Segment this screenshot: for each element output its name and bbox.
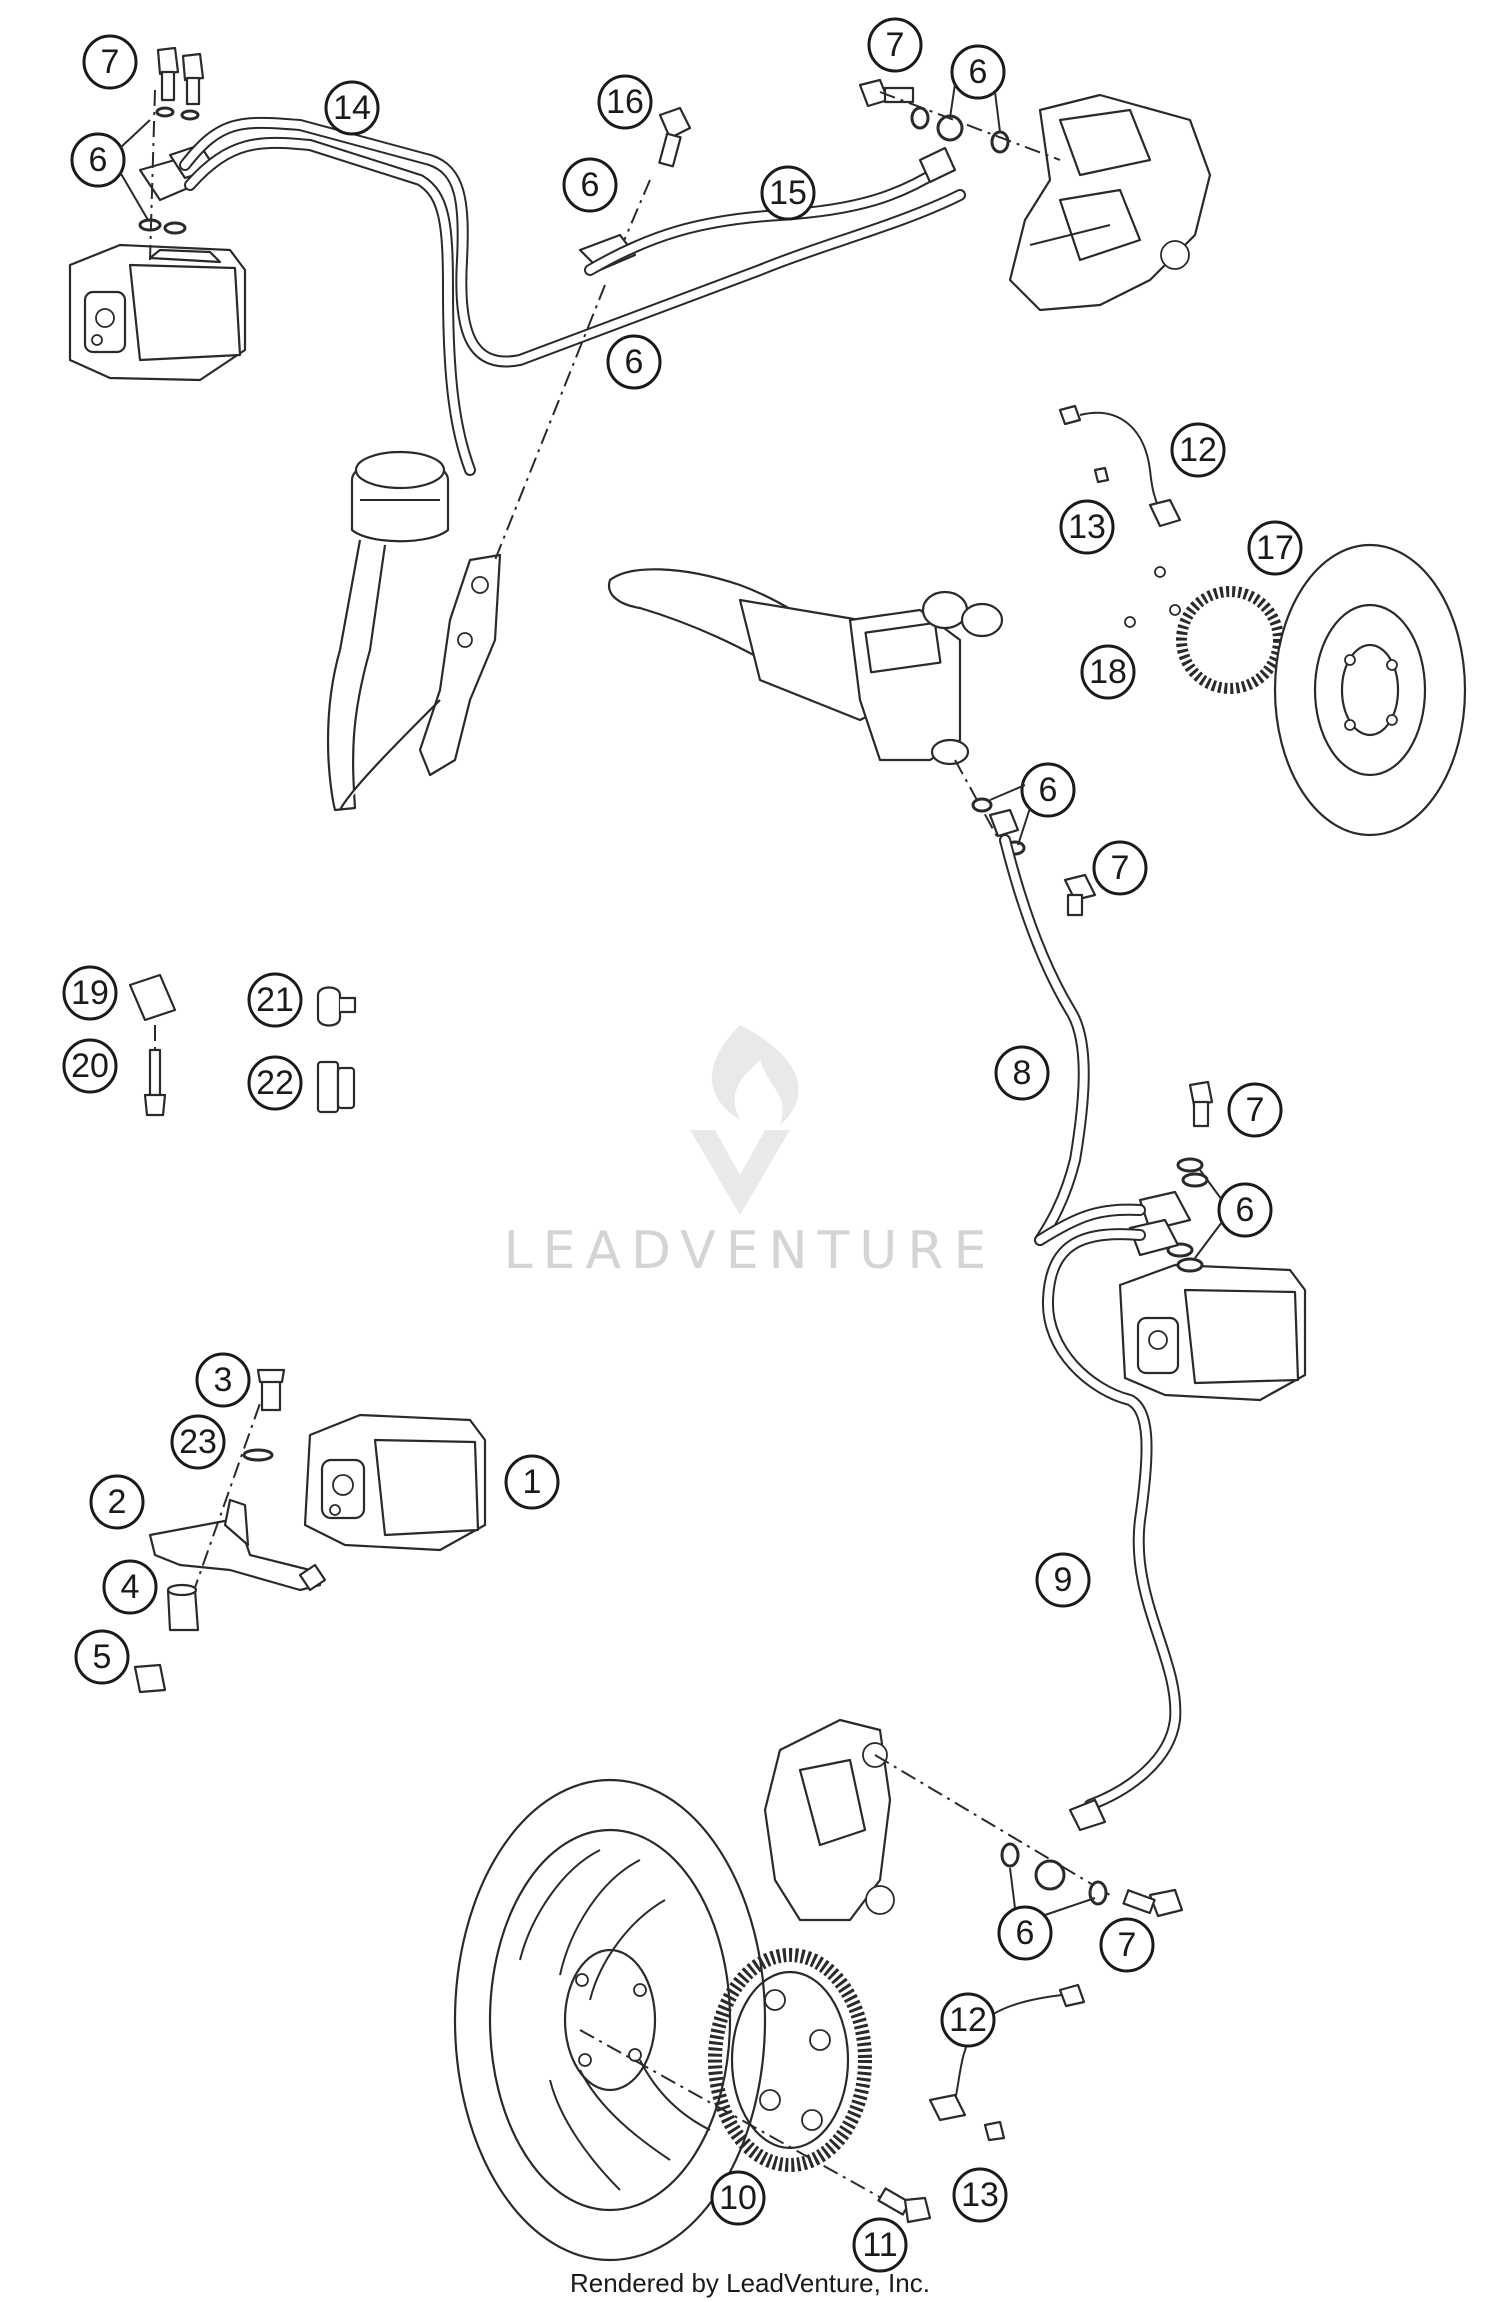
- brake-line-9: [1034, 1203, 1182, 1811]
- watermark-text: LEADVENTURE: [504, 1221, 997, 1281]
- callout-label: 12: [1179, 431, 1217, 469]
- callout-label: 14: [333, 89, 371, 127]
- callout-label: 6: [89, 141, 108, 179]
- rear-reservoir: [326, 450, 450, 812]
- callout-label: 3: [214, 1361, 233, 1399]
- mid-fittings: [1128, 1080, 1214, 1273]
- callout-9: 9: [1035, 1552, 1091, 1608]
- callout-label: 15: [769, 174, 807, 212]
- watermark-logo-icon: [690, 1025, 799, 1215]
- abs-bracket: [133, 1368, 327, 1694]
- abs-unit-main: [303, 1413, 487, 1552]
- callout-5: 5: [74, 1629, 130, 1685]
- callout-label: 6: [581, 166, 600, 204]
- callout-21: 21: [247, 972, 303, 1028]
- callout-label: 23: [179, 1423, 217, 1461]
- top-left-bolts: [138, 46, 217, 261]
- callout-7a: 7: [82, 34, 138, 90]
- clip-21: [316, 986, 357, 1027]
- callout-20: 20: [62, 1038, 118, 1094]
- callout-14: 14: [324, 80, 380, 136]
- callout-18: 18: [1080, 644, 1136, 700]
- clip-22: [316, 1060, 356, 1114]
- abs-unit-top: [68, 243, 247, 382]
- callout-label: 11: [862, 2226, 897, 2264]
- callout-6e: 6: [989, 762, 1076, 846]
- callout-15: 15: [760, 165, 816, 221]
- callout-8: 8: [994, 1045, 1050, 1101]
- callout-3: 3: [195, 1352, 251, 1408]
- callout-16: 16: [597, 74, 653, 130]
- callout-6b: 6: [562, 157, 618, 213]
- callout-13b: 13: [952, 2167, 1008, 2223]
- clamp-19: [128, 973, 177, 1117]
- callout-label: 7: [101, 43, 120, 81]
- callout-label: 8: [1013, 1054, 1032, 1092]
- abs-unit-mid: [1118, 1263, 1307, 1402]
- brake-line-8: [999, 834, 1090, 1246]
- wheel-speed-sensor-rear: [1058, 404, 1182, 528]
- rear-brake-disc: [1273, 543, 1467, 837]
- callout-23: 23: [170, 1414, 226, 1470]
- callout-7c: 7: [1092, 840, 1148, 896]
- callout-label: 6: [1016, 1914, 1035, 1952]
- callout-19: 19: [62, 965, 118, 1021]
- callout-label: 13: [1068, 508, 1106, 546]
- callout-2: 2: [89, 1474, 145, 1530]
- callout-1: 1: [504, 1454, 560, 1510]
- callout-label: 19: [71, 974, 109, 1012]
- callout-6a: 6: [70, 119, 151, 221]
- callout-6c: 6: [606, 334, 662, 390]
- callout-7b: 7: [867, 17, 923, 73]
- watermark: LEADVENTURE: [504, 1025, 997, 1281]
- rear-master-cylinder: [339, 553, 502, 811]
- callout-label: 6: [625, 343, 644, 381]
- callout-label: 7: [886, 26, 905, 64]
- callout-label: 12: [949, 2001, 987, 2039]
- callout-6d: 6: [949, 44, 1006, 133]
- callout-label: 21: [256, 981, 294, 1019]
- callout-label: 7: [1111, 849, 1130, 887]
- callout-label: 18: [1089, 653, 1127, 691]
- footer-credit: Rendered by LeadVenture, Inc.: [570, 2268, 930, 2298]
- callout-11: 11: [852, 2217, 908, 2273]
- sensor-ring-bolt-11: [877, 2187, 932, 2224]
- rear-sensor-ring-17: [1124, 566, 1284, 694]
- callout-label: 2: [108, 1483, 127, 1521]
- callout-label: 20: [71, 1047, 109, 1085]
- callout-label: 7: [1118, 1926, 1137, 1964]
- callout-label: 4: [121, 1568, 140, 1606]
- callout-12b: 12: [940, 1992, 996, 2048]
- callout-label: 7: [1246, 1091, 1265, 1129]
- callout-10: 10: [710, 2170, 766, 2226]
- callout-6g: 6: [997, 1867, 1096, 1961]
- callout-6f: 6: [1194, 1169, 1273, 1259]
- front-master-cylinder: [848, 590, 1097, 917]
- callout-label: 9: [1054, 1561, 1073, 1599]
- callout-7d: 7: [1227, 1082, 1283, 1138]
- callout-label: 6: [1039, 771, 1058, 809]
- callout-label: 5: [93, 1638, 112, 1676]
- callout-label: 22: [256, 1064, 294, 1102]
- callout-label: 17: [1256, 529, 1294, 567]
- callout-label: 16: [606, 83, 644, 121]
- callout-label: 10: [719, 2179, 757, 2217]
- callout-label: 1: [523, 1463, 542, 1501]
- callout-13a: 13: [1059, 499, 1115, 555]
- callout-12a: 12: [1170, 422, 1226, 478]
- callout-17: 17: [1247, 520, 1303, 576]
- callout-4: 4: [102, 1559, 158, 1615]
- callout-22: 22: [247, 1055, 303, 1111]
- front-brake-disc: [453, 1778, 886, 2262]
- callout-label: 6: [969, 53, 988, 91]
- front-sensor-ring-10: [708, 1948, 872, 2172]
- front-caliper: [763, 1718, 1184, 1922]
- brake-line-14: [179, 116, 966, 476]
- rear-caliper: [1008, 93, 1212, 312]
- callout-label: 13: [961, 2176, 999, 2214]
- callout-7e: 7: [1099, 1917, 1155, 1973]
- callout-label: 6: [1236, 1191, 1255, 1229]
